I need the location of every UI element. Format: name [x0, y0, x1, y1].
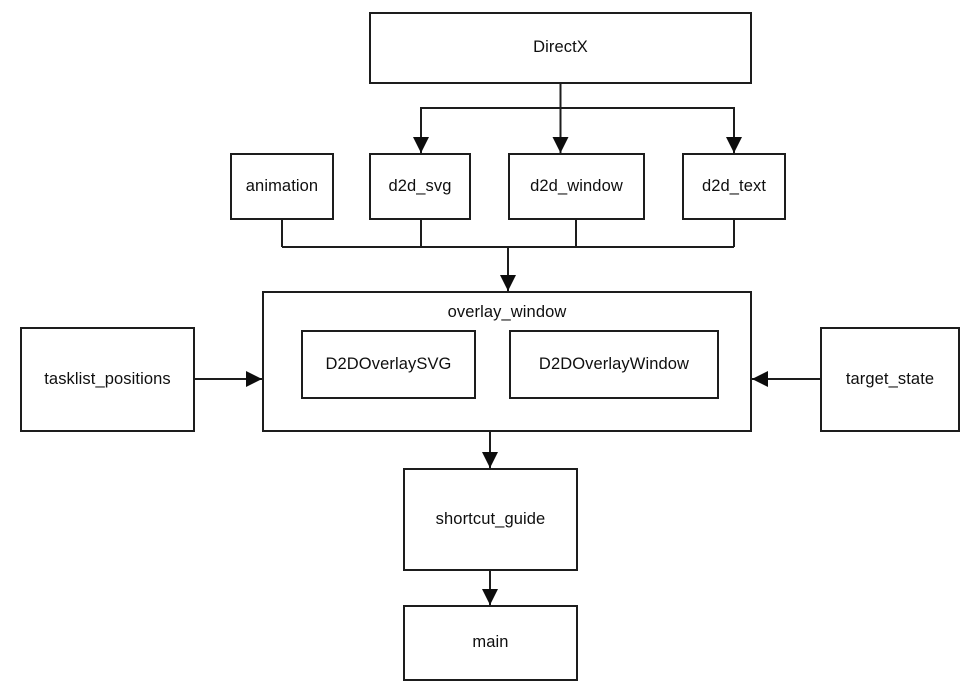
arrowhead-tasklist-to-overlay-window	[246, 371, 262, 387]
node-tasklist-positions[interactable]: tasklist_positions	[20, 327, 195, 432]
arrowhead-target-state-to-overlay-window	[752, 371, 768, 387]
arrowhead-overlay-window-to-shortcut-guide	[482, 452, 498, 468]
node-d2d-svg[interactable]: d2d_svg	[369, 153, 471, 220]
node-main-label: main	[472, 633, 509, 652]
arrowhead-directx-to-d2d-text	[726, 137, 742, 153]
node-d2doverlaysvg-label: D2DOverlaySVG	[325, 354, 452, 373]
node-animation-label: animation	[245, 176, 319, 195]
node-d2doverlaywindow[interactable]: D2DOverlayWindow	[509, 330, 719, 399]
node-shortcut-guide-label: shortcut_guide	[435, 509, 546, 528]
node-d2d-window-label: d2d_window	[530, 176, 623, 195]
arrowhead-directx-to-d2d-svg	[413, 137, 429, 153]
node-target-state[interactable]: target_state	[820, 327, 960, 432]
arrowhead-directx-to-d2d-window	[552, 137, 569, 153]
arrowhead-row2-to-overlay-window	[500, 275, 516, 291]
node-overlay-window-label: overlay_window	[447, 303, 567, 321]
node-main[interactable]: main	[403, 605, 578, 681]
node-directx-label: DirectX	[533, 38, 588, 57]
node-target-state-label: target_state	[845, 369, 935, 388]
node-d2doverlaywindow-label: D2DOverlayWindow	[538, 354, 690, 373]
node-d2d-svg-label: d2d_svg	[388, 176, 452, 195]
node-d2d-window[interactable]: d2d_window	[508, 153, 645, 220]
node-d2doverlaysvg[interactable]: D2DOverlaySVG	[301, 330, 476, 399]
node-d2d-text-label: d2d_text	[701, 176, 767, 195]
edge-directx-bus	[420, 107, 735, 153]
node-animation[interactable]: animation	[230, 153, 334, 220]
node-directx[interactable]: DirectX	[369, 12, 752, 84]
node-overlay-window[interactable]: overlay_window D2DOverlaySVG D2DOverlayW…	[262, 291, 752, 432]
node-tasklist-positions-label: tasklist_positions	[44, 369, 171, 388]
node-shortcut-guide[interactable]: shortcut_guide	[403, 468, 578, 571]
arrowhead-shortcut-guide-to-main	[482, 589, 498, 605]
node-d2d-text[interactable]: d2d_text	[682, 153, 786, 220]
